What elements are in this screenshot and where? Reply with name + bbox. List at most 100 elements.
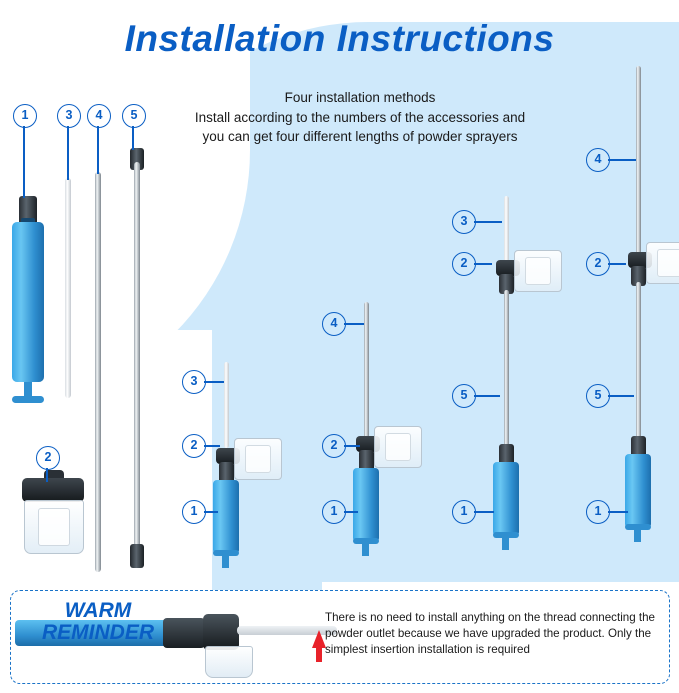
assembly-a-callout-3: 3 (182, 370, 206, 394)
assembly-d-handle (625, 454, 651, 528)
assembly-b-nozzle (359, 450, 374, 472)
callout-part-1: 1 (13, 104, 37, 128)
assembly-a-plunger (222, 554, 229, 568)
callout-part-5: 5 (122, 104, 146, 128)
assembly-d-coupler (631, 266, 646, 286)
syringe-ring (12, 396, 44, 403)
assembly-c-nozzle (499, 444, 514, 466)
assembly-a-handle (213, 480, 239, 554)
assembly-b-metal-rod (364, 302, 369, 442)
assembly-d-callout-2: 2 (586, 252, 610, 276)
syringe-plunger (24, 382, 32, 398)
part-syringe-body (8, 196, 48, 403)
warm-reminder-label-line-1: WARM (64, 599, 132, 622)
lead-line-part-3 (67, 126, 69, 180)
assembly-d (608, 62, 679, 572)
metal-rod-long-shaft (134, 162, 140, 550)
part-metal-rod-medium (92, 172, 104, 572)
assembly-c-callout-3: 3 (452, 210, 476, 234)
assembly-b-callout-4: 4 (322, 312, 346, 336)
assembly-c-ring (493, 532, 519, 538)
device-neck (163, 618, 205, 648)
part-metal-rod-long (126, 148, 148, 568)
assembly-d-callout-1: 1 (586, 500, 610, 524)
assembly-b-callout-2: 2 (322, 434, 346, 458)
assembly-d-plunger (634, 528, 641, 542)
assembly-d-metal-rod (636, 66, 641, 260)
red-arrow-icon (312, 630, 326, 648)
powder-jar-inner (38, 508, 70, 546)
device-outlet-tube (237, 626, 337, 635)
assembly-b-lead-4 (344, 323, 364, 325)
warm-reminder-text: There is no need to install anything on … (325, 611, 656, 656)
assembly-d-callout-4: 4 (586, 148, 610, 172)
callout-part-2: 2 (36, 446, 60, 470)
assembly-d-callout-5: 5 (586, 384, 610, 408)
warm-reminder-label-line-2: REMINDER (41, 621, 154, 645)
lead-line-part-1 (23, 126, 25, 198)
assembly-c-handle (493, 462, 519, 536)
assembly-a-nozzle (219, 462, 234, 484)
part-white-tube (62, 178, 74, 398)
callout-part-3: 3 (57, 104, 81, 128)
red-arrow-stem (316, 648, 322, 662)
assembly-c-jar-inner (525, 257, 551, 285)
lead-line-part-4 (97, 126, 99, 174)
assembly-b-ring (353, 538, 379, 544)
assembly-a-callout-2: 2 (182, 434, 206, 458)
assembly-c-coupler (499, 274, 514, 294)
warm-reminder-label: WARM REMINDER (18, 599, 178, 645)
assembly-c-callout-5: 5 (452, 384, 476, 408)
assembly-d-long-rod (636, 282, 641, 442)
assembly-c-callout-1: 1 (452, 500, 476, 524)
lead-line-part-2 (46, 468, 48, 482)
subtitle-block: Four installation methods Install accord… (160, 88, 560, 147)
assembly-b-jar-inner (385, 433, 411, 461)
assembly-d-lead-5 (608, 395, 634, 397)
assembly-a-lead-3 (204, 381, 224, 383)
assembly-b (336, 296, 446, 576)
subtitle-line-1: Four installation methods (284, 90, 436, 105)
assembly-a (196, 352, 306, 572)
assembly-d-nozzle (631, 436, 646, 458)
assembly-b-handle (353, 468, 379, 542)
metal-rod-long-top-cap (130, 148, 144, 170)
assembled-device-photo (15, 612, 337, 684)
assembly-c (476, 186, 586, 576)
assembly-b-callout-1: 1 (322, 500, 346, 524)
assembly-b-plunger (362, 542, 369, 556)
assembly-d-jar-inner (657, 249, 679, 277)
lead-line-part-5 (132, 126, 134, 150)
assembly-c-lead-1 (474, 511, 494, 513)
assembly-c-white-tube (504, 196, 509, 272)
assembly-a-ring (213, 550, 239, 556)
metal-rod-medium-shaft (95, 172, 101, 572)
assembly-a-white-tube (224, 362, 229, 448)
assembly-c-lead-3 (474, 221, 502, 223)
assembly-d-lead-2 (608, 263, 626, 265)
assembly-d-lead-4 (608, 159, 636, 161)
white-tube-shaft (65, 178, 71, 398)
callout-part-4: 4 (87, 104, 111, 128)
page-title: Installation Instructions (124, 18, 555, 59)
assembly-c-long-rod (504, 290, 509, 450)
assembly-a-lead-2 (204, 445, 220, 447)
device-head (203, 614, 239, 650)
syringe-barrel (12, 222, 44, 382)
assembly-d-ring (625, 524, 651, 530)
assembly-c-callout-2: 2 (452, 252, 476, 276)
assembly-c-lead-2 (474, 263, 492, 265)
subtitle-line-2: Install according to the numbers of the … (194, 109, 526, 125)
assembly-d-lead-1 (608, 511, 628, 513)
assembly-b-lead-2 (344, 445, 360, 447)
part-powder-jar (14, 470, 94, 578)
subtitle-line-3: you can get four different lengths of po… (202, 129, 518, 145)
metal-rod-long-bottom-cap (130, 544, 144, 568)
assembly-b-lead-1 (344, 511, 358, 513)
device-handle (15, 620, 165, 646)
assembly-a-callout-1: 1 (182, 500, 206, 524)
powder-jar-cap (22, 478, 84, 502)
assembly-c-lead-5 (474, 395, 500, 397)
assembly-c-plunger (502, 536, 509, 550)
